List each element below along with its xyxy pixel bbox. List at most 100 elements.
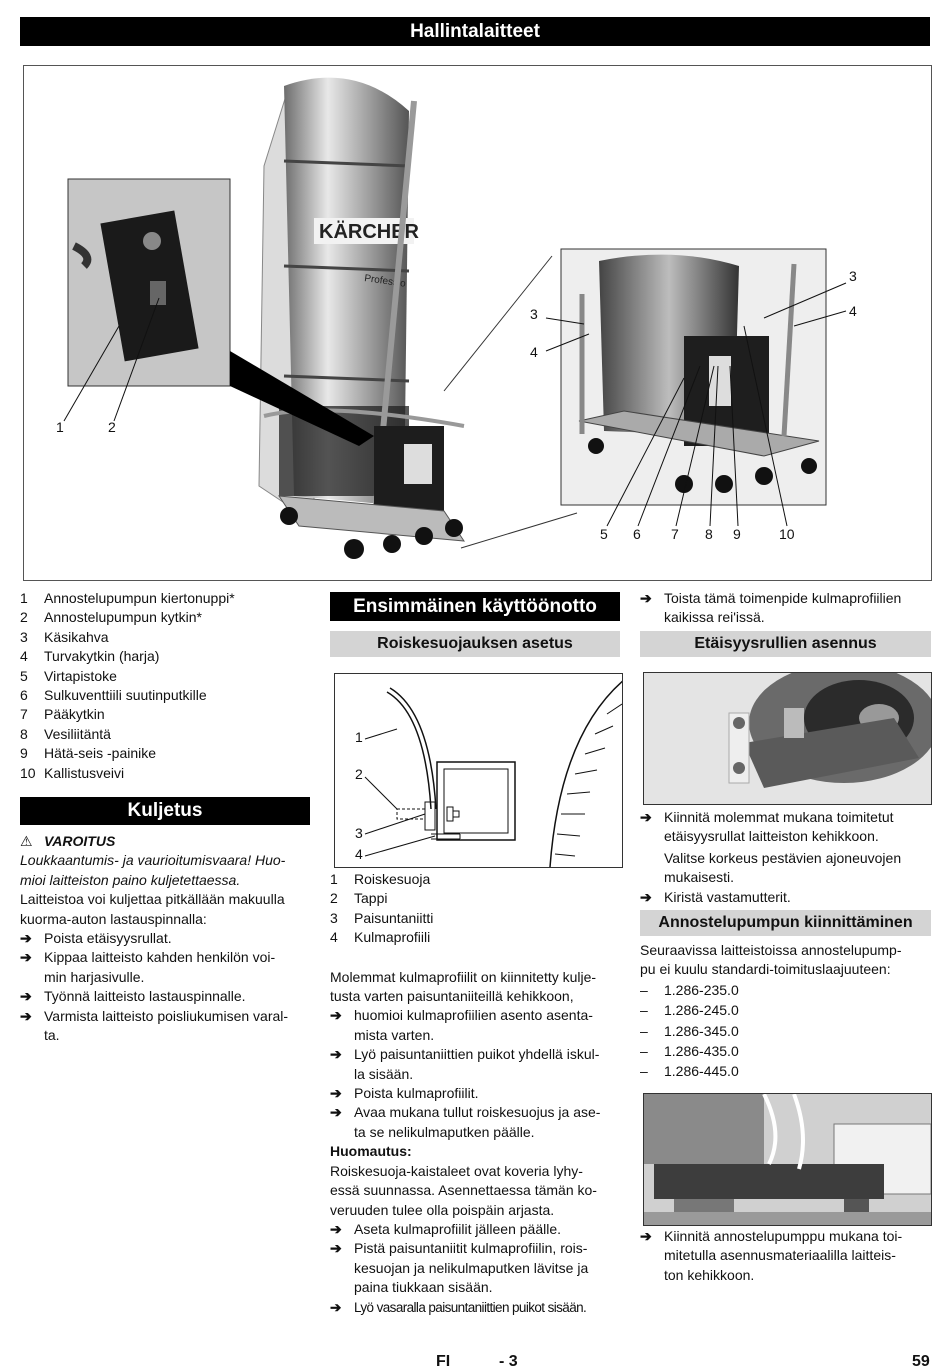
callout-3-right: 3 <box>849 268 857 284</box>
warning-icon: ⚠ <box>20 833 33 849</box>
model-item: –1.286-435.0 <box>640 1043 739 1060</box>
callout-2: 2 <box>108 419 116 435</box>
kuljetus-body: ⚠ VAROITUS Loukkaantumis- ja vaurioitumi… <box>20 832 310 1045</box>
callout-9: 9 <box>733 526 741 542</box>
callout-7: 7 <box>671 526 679 542</box>
photo-dosing-pump <box>643 1093 932 1226</box>
subsection-annostelu: Annostelupumpun kiinnittäminen <box>640 910 931 936</box>
arrow-icon: ➔ <box>330 1240 342 1257</box>
para-line: Seuraavissa laitteistoissa annostelupump… <box>640 942 902 958</box>
step-item: ➔Kippaa laitteisto kahden henkilön voi-m… <box>20 948 310 987</box>
subsection-title-annostelu: Annostelupumpun kiinnittäminen <box>658 914 913 931</box>
step-item: ➔Kiinnitä annostelupumppu mukana toi-mit… <box>640 1227 932 1285</box>
callout-4-left: 4 <box>530 344 538 360</box>
arrow-icon: ➔ <box>20 1007 32 1024</box>
arrow-icon: ➔ <box>640 590 652 606</box>
diagram-callout-2: 2 <box>355 766 363 782</box>
arrow-icon: ➔ <box>330 1046 342 1063</box>
subsection-title-etaisyys: Etäisyysrullien asennus <box>694 635 877 652</box>
warning-label: VAROITUS <box>44 833 116 849</box>
callout-1: 1 <box>56 419 64 435</box>
annostelu-body: Seuraavissa laitteistoissa annostelupump… <box>640 941 932 1082</box>
arrow-icon: ➔ <box>20 949 32 966</box>
model-item: –1.286-445.0 <box>640 1063 739 1080</box>
subsection-etaisyysrullat: Etäisyysrullien asennus <box>640 631 931 657</box>
model-item: –1.286-235.0 <box>640 981 739 998</box>
footer-subpage: - 3 <box>499 1353 518 1370</box>
splash-guard-drawing <box>364 680 622 867</box>
main-figure: KÄRCHER Professio <box>23 65 932 581</box>
step-item: ➔Avaa mukana tullut roiskesuojus ja ase-… <box>330 1103 622 1142</box>
arrow-icon: ➔ <box>330 1104 342 1121</box>
arrow-icon: ➔ <box>330 1007 342 1024</box>
diagram-callout-4: 4 <box>355 846 363 862</box>
subsection-roiskesuoja: Roiskesuojauksen asetus <box>330 631 620 657</box>
section-banner-hallintalaitteet: Hallintalaitteet <box>20 17 930 46</box>
arrow-icon: ➔ <box>330 1299 341 1315</box>
arrow-icon: ➔ <box>20 930 32 947</box>
splash-guard-diagram: 1 2 3 4 <box>334 673 623 868</box>
diagram-callout-1: 1 <box>355 729 363 745</box>
para-line: pu ei kuulu standardi-toimituslaajuuteen… <box>640 961 891 978</box>
step-item: ➔Työnnä laitteisto lastauspinnalle. <box>20 987 310 1006</box>
callout-10: 10 <box>779 526 795 542</box>
intro-2: kuorma-auton lastauspinnalla: <box>20 910 207 927</box>
callout-6: 6 <box>633 526 641 542</box>
step-item: ➔Lyö paisuntaniittien puikot yhdellä isk… <box>330 1045 622 1084</box>
subsection-title-roiskesuoja: Roiskesuojauksen asetus <box>377 635 573 652</box>
diagram-callout-3: 3 <box>355 825 363 841</box>
annostelu-step: ➔Kiinnitä annostelupumppu mukana toi-mit… <box>640 1227 932 1285</box>
warning-heading: ⚠ VAROITUS <box>20 832 310 851</box>
section-banner-kuljetus: Kuljetus <box>20 797 310 825</box>
warning-text-1: Loukkaantumis- ja vaurioitumisvaara! Huo… <box>20 852 286 869</box>
footer-page-number: 59 <box>912 1353 930 1370</box>
step-item: ➔huomioi kulmaprofiilien asento asenta-m… <box>330 1006 622 1045</box>
warning-text-2: mioi laitteiston paino kuljetettaessa. <box>20 871 241 888</box>
step-item: ➔Aseta kulmaprofiilit jälleen päälle. <box>330 1220 622 1239</box>
step-item: ➔Varmista laitteisto poisliukumisen vara… <box>20 1007 310 1046</box>
callout-5: 5 <box>600 526 608 542</box>
step-item: ➔Poista etäisyysrullat. <box>20 929 310 948</box>
brand-logo-text: KÄRCHER <box>319 220 420 243</box>
callout-8: 8 <box>705 526 713 542</box>
step-item: ➔Kiristä vastamutterit. <box>640 888 932 907</box>
model-item: –1.286-345.0 <box>640 1022 739 1039</box>
section-title-kayttoonotto: Ensimmäinen käyttöönotto <box>353 596 597 617</box>
footer-language: FI <box>436 1353 451 1370</box>
photo-distance-roller <box>643 672 932 805</box>
section-title-kuljetus: Kuljetus <box>127 800 203 821</box>
arrow-icon: ➔ <box>640 809 652 825</box>
step-item: ➔Lyö vasaralla paisuntaniittien puikot s… <box>330 1298 622 1317</box>
arrow-icon: ➔ <box>20 988 32 1005</box>
note-line: essä suunnassa. Asennettaessa tämän ko- <box>330 1182 597 1199</box>
arrow-icon: ➔ <box>330 1220 342 1237</box>
step-item: ➔Pistä paisuntaniitit kulmaprofiilin, ro… <box>330 1239 622 1297</box>
arrow-icon: ➔ <box>330 1085 342 1102</box>
intro-1: Laitteistoa voi kuljettaa pitkällään mak… <box>20 891 285 908</box>
model-item: –1.286-245.0 <box>640 1002 739 1019</box>
machine-illustration: KÄRCHER Professio <box>63 77 847 559</box>
para-line: Molemmat kulmaprofiilit on kiinnitetty k… <box>330 968 597 985</box>
section-banner-kayttoonotto: Ensimmäinen käyttöönotto <box>330 592 620 621</box>
note-line: Roiskesuoja-kaistaleet ovat koveria lyhy… <box>330 1162 583 1179</box>
note-label: Huomautus: <box>330 1143 412 1160</box>
arrow-icon: ➔ <box>640 888 652 905</box>
